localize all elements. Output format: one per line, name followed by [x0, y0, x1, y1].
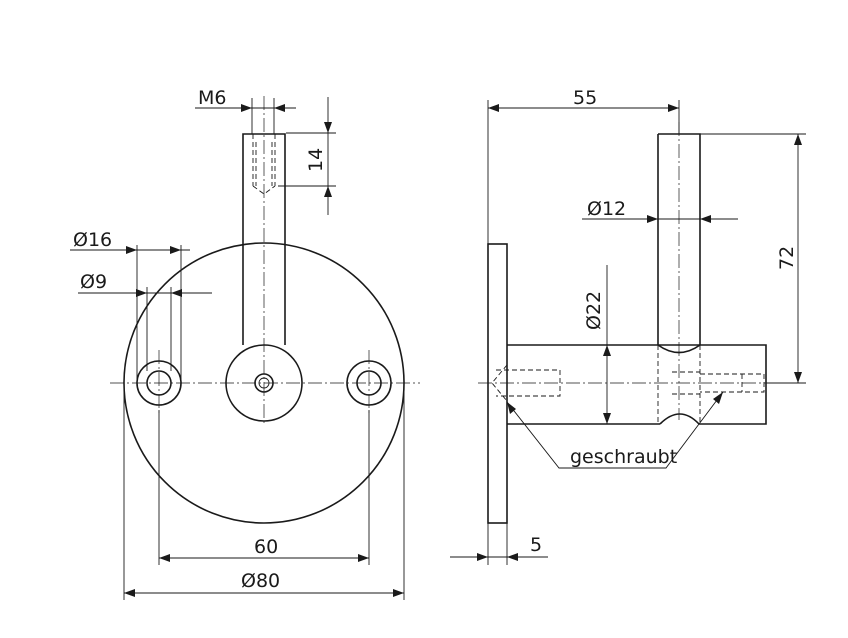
side-view: 55 Ø12 72 Ø22 — [450, 87, 806, 565]
spacing-60-label: 60 — [254, 536, 278, 558]
thickness-5-dimension: 5 — [450, 523, 548, 565]
front-view: M6 14 Ø16 Ø9 — [70, 87, 420, 600]
side-hub-notch — [659, 413, 700, 425]
screwed-note: geschraubt — [506, 391, 724, 469]
dia-22-dimension: Ø22 — [583, 265, 611, 424]
depth-14-dimension: 14 — [278, 97, 336, 215]
dia-80-dimension: Ø80 — [123, 390, 405, 600]
dia-12-dimension: Ø12 — [582, 198, 738, 223]
dia-12-label: Ø12 — [587, 198, 626, 220]
height-72-label: 72 — [776, 246, 798, 270]
depth-14-label: 14 — [305, 148, 327, 172]
thickness-5-label: 5 — [530, 534, 542, 556]
m6-label: M6 — [198, 87, 226, 109]
dia-22-label: Ø22 — [583, 291, 605, 330]
side-hidden-screw — [491, 364, 561, 402]
side-hub-body — [507, 344, 767, 425]
height-72-dimension: 72 — [700, 133, 806, 384]
rod-outline — [242, 133, 286, 345]
dia-80-label: Ø80 — [241, 570, 280, 592]
m6-dimension: M6 — [195, 87, 296, 134]
dia-16-dimension: Ø16 — [70, 229, 190, 383]
width-55-dimension: 55 — [487, 87, 680, 244]
screwed-label: geschraubt — [570, 446, 677, 468]
dia-16-label: Ø16 — [73, 229, 112, 251]
width-55-label: 55 — [573, 87, 597, 109]
side-base-plate — [487, 243, 508, 524]
dia-9-label: Ø9 — [80, 271, 107, 293]
spacing-60-dimension: 60 — [158, 410, 370, 565]
thread-hidden-lines — [252, 134, 276, 195]
dia-9-dimension: Ø9 — [78, 271, 212, 371]
